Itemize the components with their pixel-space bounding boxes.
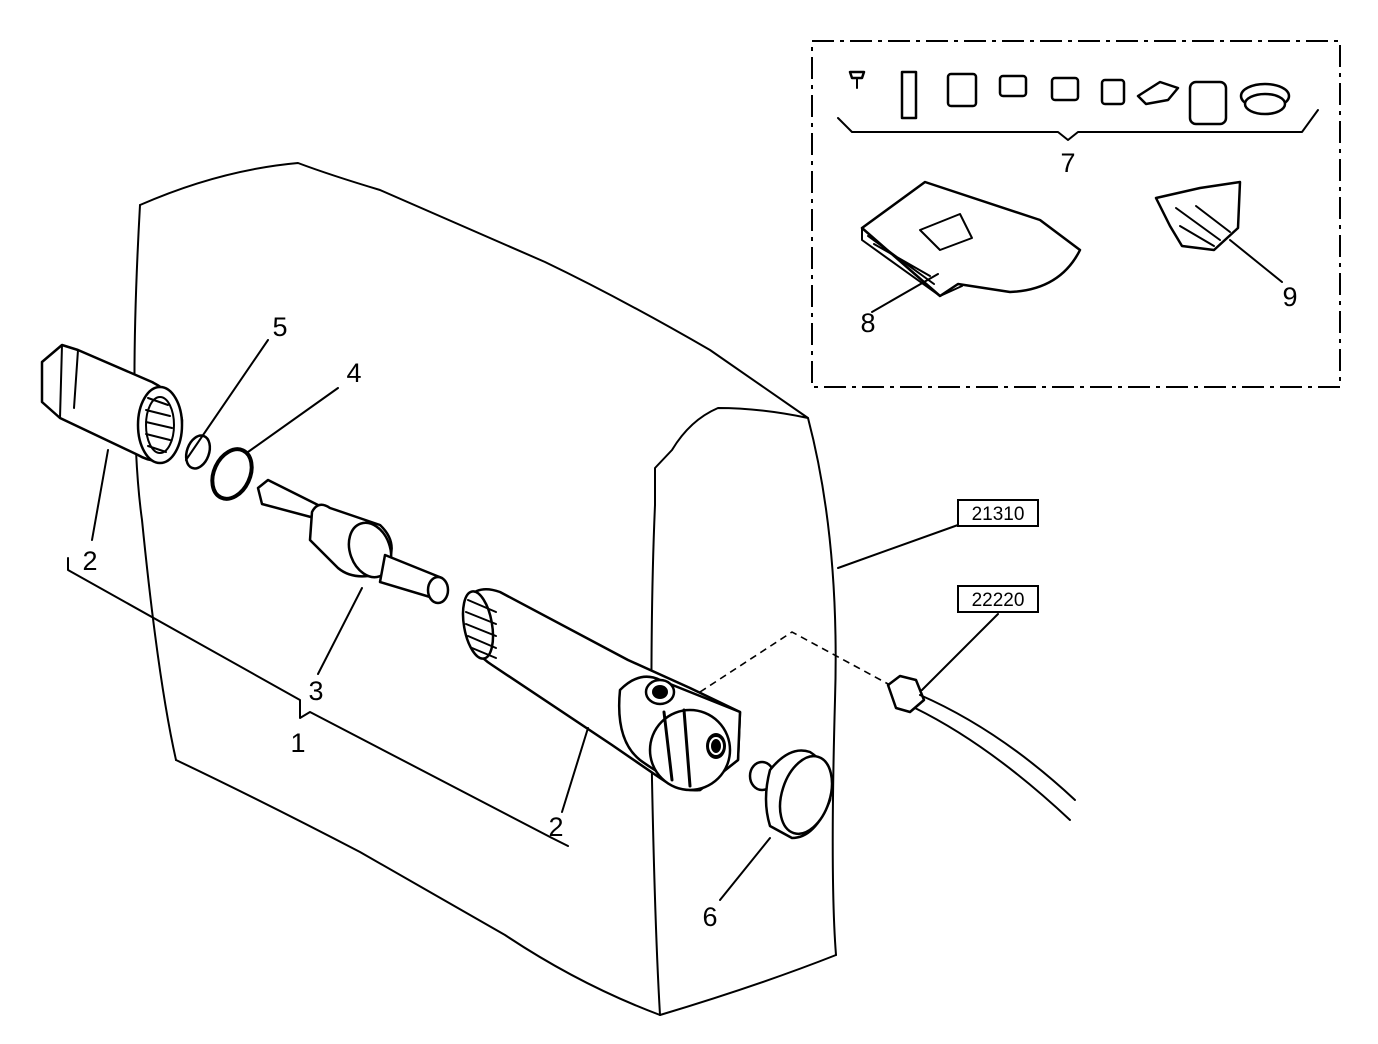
engine-block-outline <box>133 162 837 1016</box>
leader-9 <box>1229 239 1283 283</box>
small-o-ring <box>184 434 212 470</box>
small-parts-bag <box>1154 180 1242 252</box>
kit-box <box>811 40 1341 388</box>
reference-21310-text: 21310 <box>972 504 1025 525</box>
leak-off-pipe <box>886 674 1076 821</box>
callout-6: 6 <box>702 902 717 932</box>
callout-2-right: 2 <box>548 812 563 842</box>
assembly-bracket <box>67 557 569 847</box>
callout-3: 3 <box>308 676 323 706</box>
reference-box-21310[interactable]: 21310 <box>957 499 1039 527</box>
leader-lines <box>91 339 999 901</box>
callout-9: 9 <box>1282 282 1297 312</box>
gasket-set-bag <box>860 180 1082 298</box>
kit-hardware-parts <box>837 70 1319 141</box>
leader-8 <box>871 273 939 313</box>
callout-5: 5 <box>272 312 287 342</box>
callout-7: 7 <box>1060 148 1075 178</box>
callout-2-left: 2 <box>82 546 97 576</box>
callout-8: 8 <box>860 308 875 338</box>
callout-1: 1 <box>290 728 305 758</box>
large-sealing-ring <box>210 447 254 501</box>
injector-nozzle <box>256 478 450 605</box>
reference-box-22220[interactable]: 22220 <box>957 585 1039 613</box>
dashed-connection-line <box>699 631 891 693</box>
protective-cap <box>748 749 834 840</box>
injector-body <box>461 588 742 792</box>
callout-4: 4 <box>346 358 361 388</box>
nut-holder-part <box>40 343 184 465</box>
reference-22220-text: 22220 <box>972 590 1025 611</box>
